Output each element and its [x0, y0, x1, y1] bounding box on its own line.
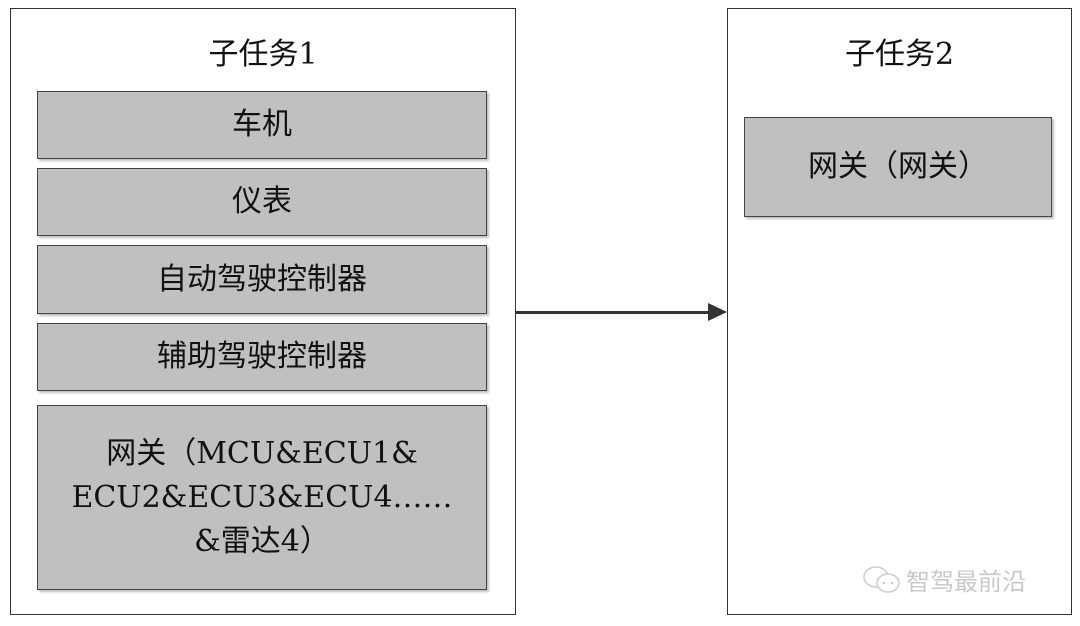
subtask2-container: 子任务2: [727, 8, 1072, 615]
gateway-line-2: ECU2&ECU3&ECU4……: [71, 479, 453, 515]
gateway-line-3: &雷达4）: [194, 523, 330, 559]
gateway-line-1: 网关（MCU&ECU1&: [106, 435, 418, 471]
watermark: 智驾最前沿: [862, 562, 1026, 597]
node-autonomous-controller: 自动驾驶控制器: [37, 245, 487, 314]
arrowhead-icon: [708, 303, 727, 321]
node-gateway-group: 网关（MCU&ECU1& ECU2&ECU3&ECU4…… &雷达4）: [37, 405, 487, 590]
subtask2-title: 子任务2: [844, 37, 955, 72]
node-instrument-cluster: 仪表: [37, 168, 487, 236]
watermark-text: 智驾最前沿: [906, 568, 1026, 596]
node-head-unit: 车机: [37, 91, 487, 159]
arrow-line: [515, 311, 711, 314]
wechat-icon: [863, 565, 900, 593]
node-adas-controller: 辅助驾驶控制器: [37, 323, 487, 391]
subtask1-title: 子任务1: [208, 37, 318, 72]
node-gateway: 网关（网关）: [744, 117, 1052, 217]
